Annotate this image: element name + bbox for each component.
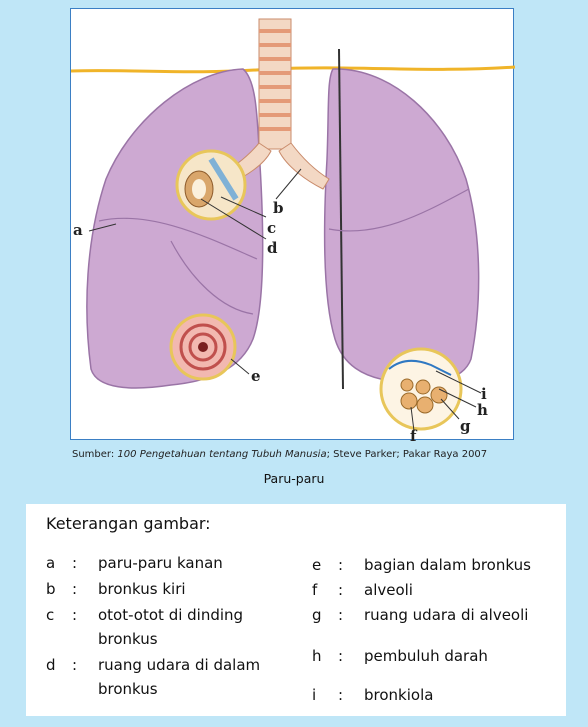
source-title: 100 Pengetahuan tentang Tubuh Manusia <box>117 449 327 460</box>
legend-text: alveoli <box>364 581 413 599</box>
lung-illustration: a b c d e f g h i <box>70 8 515 445</box>
figure-caption: Paru-paru <box>263 471 325 486</box>
lung-drawing <box>71 18 515 432</box>
label-g: g <box>460 417 471 435</box>
legend-separator: : <box>72 580 78 598</box>
legend-text-continued: bronkus <box>98 630 158 648</box>
label-b: b <box>273 199 284 217</box>
legend-key: a <box>46 554 56 572</box>
legend-key: e <box>312 556 322 574</box>
legend-separator: : <box>72 656 78 674</box>
legend-separator: : <box>338 606 344 624</box>
legend-separator: : <box>338 581 344 599</box>
source-prefix: Sumber: <box>72 449 118 460</box>
right-lung-fissure-2 <box>170 240 254 315</box>
legend-text: bronkiola <box>364 686 434 704</box>
legend-text: bagian dalam bronkus <box>364 556 531 574</box>
legend-text: otot-otot di dinding <box>98 606 244 624</box>
label-c: c <box>267 219 277 237</box>
legend-text: pembuluh darah <box>364 647 488 665</box>
label-i: i <box>481 385 487 403</box>
legend-separator: : <box>338 556 344 574</box>
right-lung-fissure <box>98 217 258 260</box>
left-bronchus <box>278 142 330 190</box>
left-lung <box>323 68 480 384</box>
legend-text: bronkus kiri <box>98 580 186 598</box>
legend-key: d <box>46 656 56 674</box>
legend-key: f <box>312 581 318 599</box>
source-suffix: ; Steve Parker; Pakar Raya 2007 <box>326 449 488 460</box>
legend-separator: : <box>338 647 344 665</box>
image-source: Sumber: 100 Pengetahuan tentang Tubuh Ma… <box>72 449 487 460</box>
label-d: d <box>267 239 278 257</box>
label-e: e <box>251 367 261 385</box>
legend-separator: : <box>72 606 78 624</box>
legend-separator: : <box>338 686 344 704</box>
blood-vessel <box>388 359 452 376</box>
label-h: h <box>477 401 488 419</box>
legend-text-continued: bronkus <box>98 680 158 698</box>
legend-key: i <box>312 686 317 704</box>
legend-text: paru-paru kanan <box>98 554 223 572</box>
legend-title: Keterangan gambar: <box>46 514 211 533</box>
legend-key: g <box>312 606 322 624</box>
legend-separator: : <box>72 554 78 572</box>
lung-cut-line <box>338 48 344 390</box>
legend-key: b <box>46 580 56 598</box>
legend-key: c <box>46 606 55 624</box>
label-f: f <box>410 427 417 445</box>
label-a: a <box>73 221 83 239</box>
legend-key: h <box>312 647 322 665</box>
legend-box: Keterangan gambar: a : paru-paru kanan b… <box>26 504 566 716</box>
bronchus-muscle <box>208 157 239 201</box>
left-lung-fissure <box>328 188 470 232</box>
yellow-cord <box>71 65 515 74</box>
legend-text: ruang udara di alveoli <box>364 606 529 624</box>
legend-text: ruang udara di dalam <box>98 656 261 674</box>
bronchus-air-space <box>192 179 206 199</box>
